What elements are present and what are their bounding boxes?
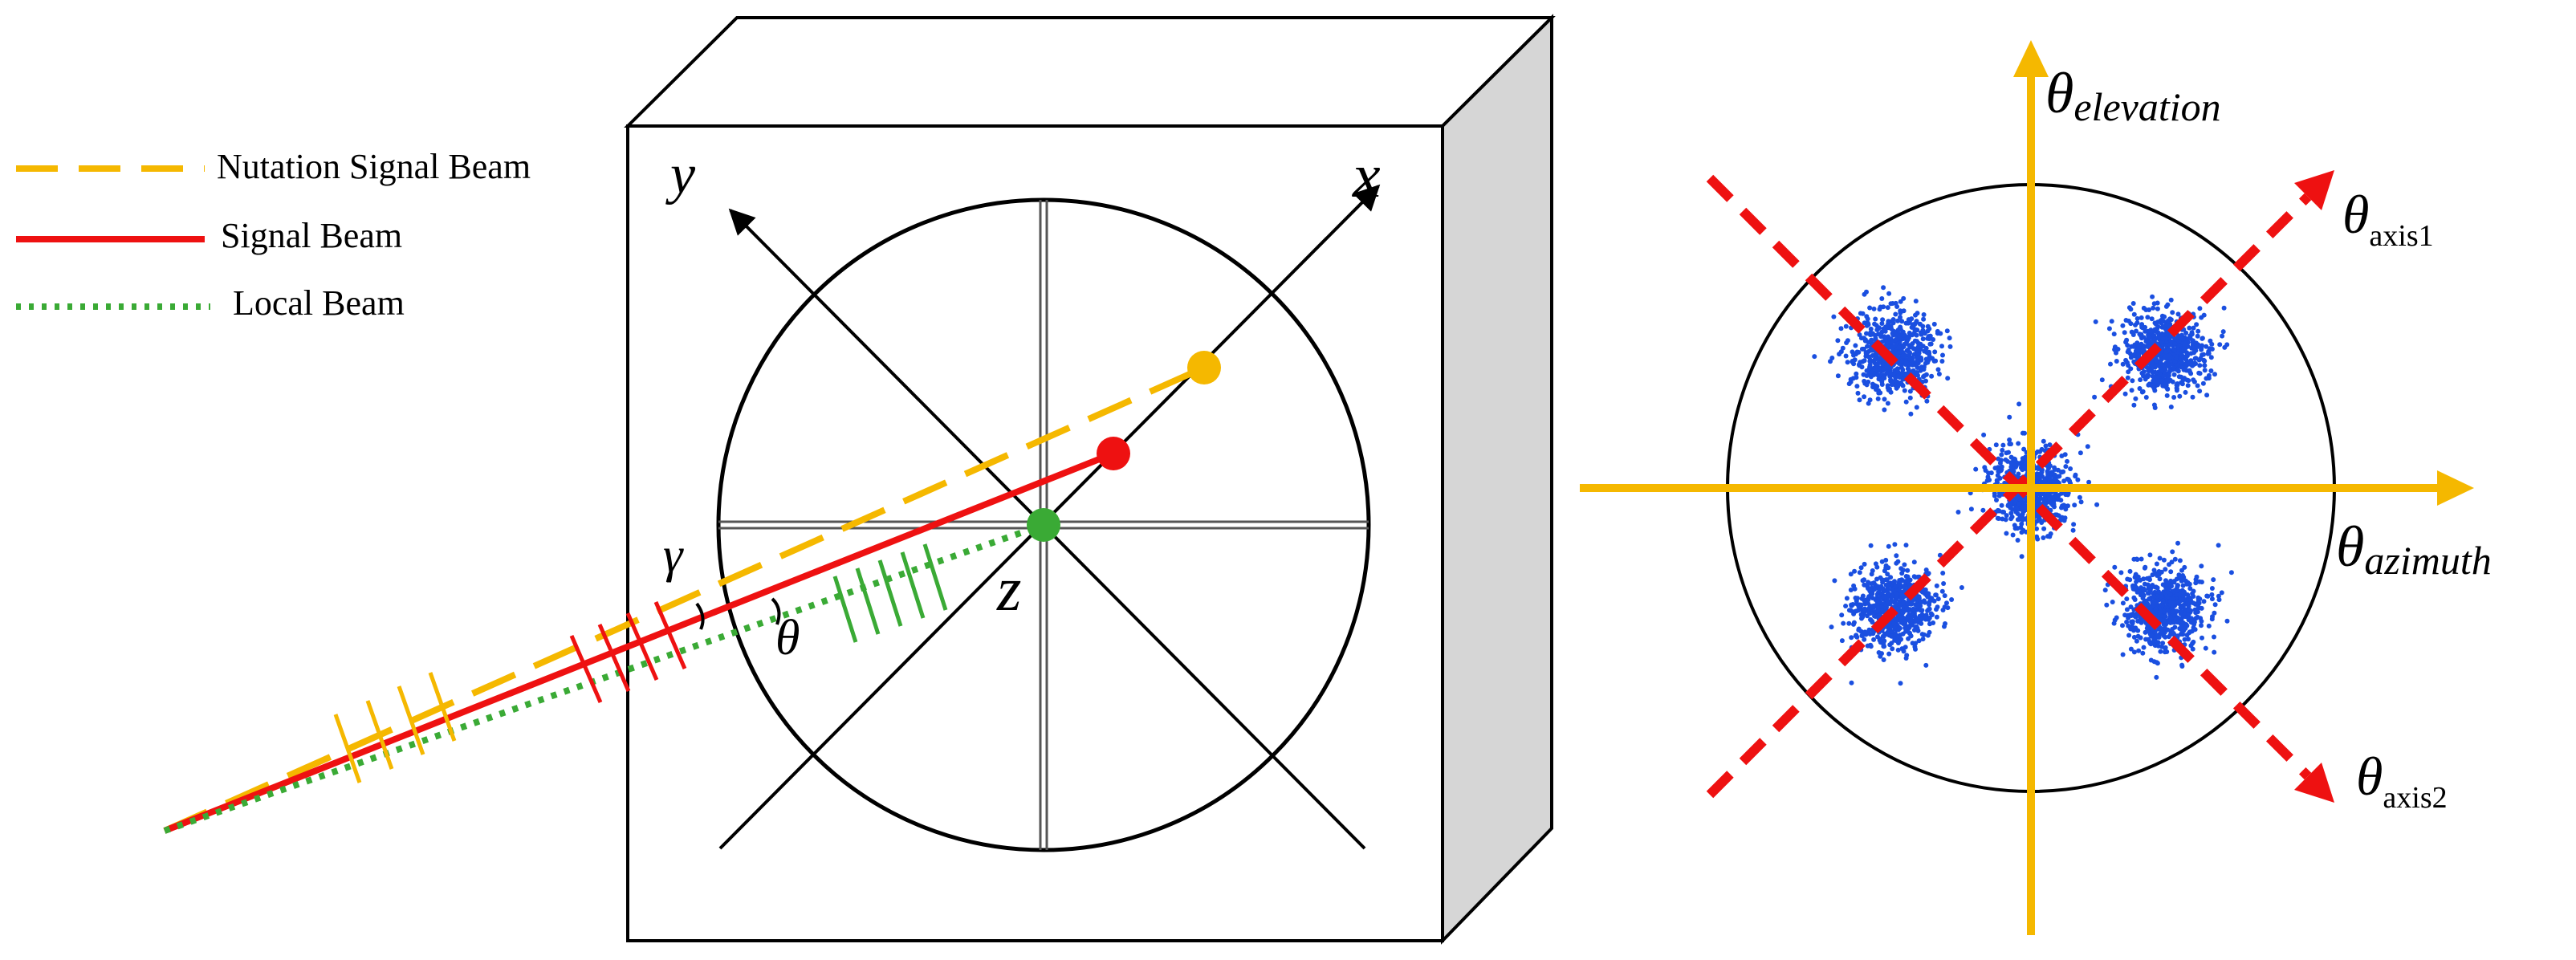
axis2-label: θaxis2 bbox=[2356, 746, 2448, 815]
theta-angle-label: θ bbox=[775, 611, 800, 665]
nutation-signal-beam bbox=[163, 364, 1206, 834]
elevation-subscript: elevation bbox=[2073, 84, 2220, 129]
legend-nutation-label: Nutation Signal Beam bbox=[217, 147, 531, 186]
scatter-clusters bbox=[1812, 285, 2234, 686]
legend-signal-label: Signal Beam bbox=[221, 216, 402, 255]
axis2-diagonal-arrow bbox=[1706, 174, 2312, 780]
legend: Nutation Signal Beam Signal Beam Local B… bbox=[16, 147, 531, 323]
azimuth-arrowhead-icon bbox=[2437, 470, 2474, 506]
svg-text:θelevation: θelevation bbox=[2045, 61, 2221, 129]
axis1-subscript: axis1 bbox=[2369, 219, 2433, 253]
signal-wavefront-ticks bbox=[569, 601, 687, 703]
signal-spot-icon bbox=[1097, 437, 1130, 470]
elevation-arrowhead-icon bbox=[2013, 40, 2049, 77]
cluster-lower-right bbox=[2102, 540, 2234, 680]
svg-text:θaxis2: θaxis2 bbox=[2356, 746, 2448, 815]
gamma-angle-arc bbox=[695, 602, 705, 630]
y-axis-label: y bbox=[665, 144, 696, 205]
axis2-subscript: axis2 bbox=[2383, 781, 2447, 815]
azimuth-subscript: azimuth bbox=[2364, 538, 2491, 583]
local-wavefront-ticks bbox=[832, 543, 948, 643]
theta-angle-arc bbox=[771, 597, 781, 625]
axis1-theta: θ bbox=[2342, 184, 2369, 245]
nutation-spot-icon bbox=[1187, 351, 1221, 384]
nutation-wavefront-ticks bbox=[333, 672, 457, 783]
local-spot-icon bbox=[1027, 508, 1060, 542]
axis2-arrowhead-icon bbox=[2294, 763, 2334, 803]
local-beam bbox=[163, 522, 1045, 834]
beams bbox=[163, 351, 1221, 834]
svg-text:θaxis1: θaxis1 bbox=[2342, 184, 2434, 253]
box-top-face bbox=[624, 16, 1556, 128]
axis1-arrowhead-icon bbox=[2294, 170, 2334, 210]
z-axis-label: z bbox=[996, 554, 1021, 624]
legend-local-label: Local Beam bbox=[233, 283, 405, 323]
svg-text:θazimuth: θazimuth bbox=[2336, 515, 2492, 583]
axis2-theta: θ bbox=[2356, 746, 2383, 807]
elevation-label: θelevation bbox=[2045, 61, 2221, 129]
axis1-label: θaxis1 bbox=[2342, 184, 2434, 253]
azimuth-label: θazimuth bbox=[2336, 515, 2492, 583]
box-side-face bbox=[1441, 14, 1553, 945]
elevation-theta: θ bbox=[2045, 61, 2073, 125]
axis1-diagonal-arrow bbox=[1706, 193, 2312, 799]
aperture-circle bbox=[716, 197, 1371, 852]
gamma-angle-label: γ bbox=[663, 528, 684, 583]
spot-pattern-panel bbox=[1580, 40, 2474, 935]
x-axis-label: x bbox=[1352, 140, 1381, 210]
azimuth-theta: θ bbox=[2336, 515, 2364, 579]
